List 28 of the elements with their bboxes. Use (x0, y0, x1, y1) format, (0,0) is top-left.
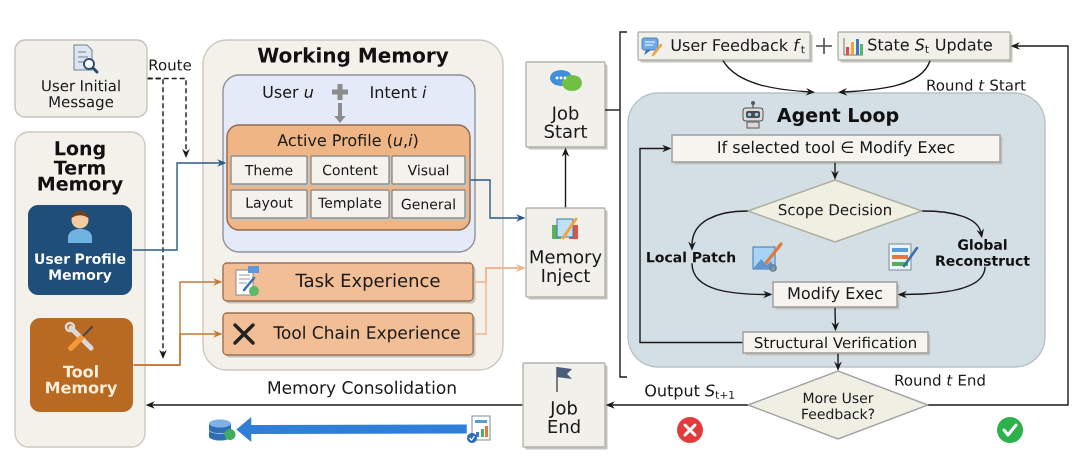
inject-box: Memory Inject (525, 207, 608, 300)
job-box: Job Start (525, 61, 608, 150)
profile-cell: Visual (391, 155, 468, 187)
experience-box: Task Experience (222, 262, 476, 304)
profile-cell: General (391, 189, 468, 221)
profile-cell: Content (310, 155, 392, 187)
memory-box: Tool Memory (30, 318, 133, 412)
state-box: State S$_{t}$ Update (837, 31, 1013, 63)
edge-label: Round t Start (927, 79, 1026, 91)
edge-label: Memory Consolidation (268, 380, 456, 398)
branch-label: Global Reconstruct (936, 239, 1030, 266)
document-icon (467, 415, 491, 443)
process-box: Modify Exec (772, 281, 900, 310)
memory-box: User Profile Memory (28, 205, 132, 295)
message-box: User Initial Message (14, 39, 148, 118)
profile-cell: Template (310, 189, 392, 221)
condition-box: If selected tool ∈ Modify Exec (671, 134, 1003, 165)
profile-cell: Theme (230, 155, 310, 187)
profile-cell: Layout (230, 189, 310, 221)
edge-label: Output S$_{t+1}$ (645, 384, 735, 400)
database-icon (208, 419, 236, 441)
branch-label: Local Patch (647, 251, 736, 263)
job-box: Job End (522, 362, 608, 450)
arrow (639, 144, 743, 344)
experience-box: Tool Chain Experience (222, 312, 476, 358)
edge-label: Route (149, 59, 191, 71)
process-box: Structural Verification (742, 331, 931, 356)
feedback-box: User Feedback f$_{t}$ (637, 31, 813, 63)
